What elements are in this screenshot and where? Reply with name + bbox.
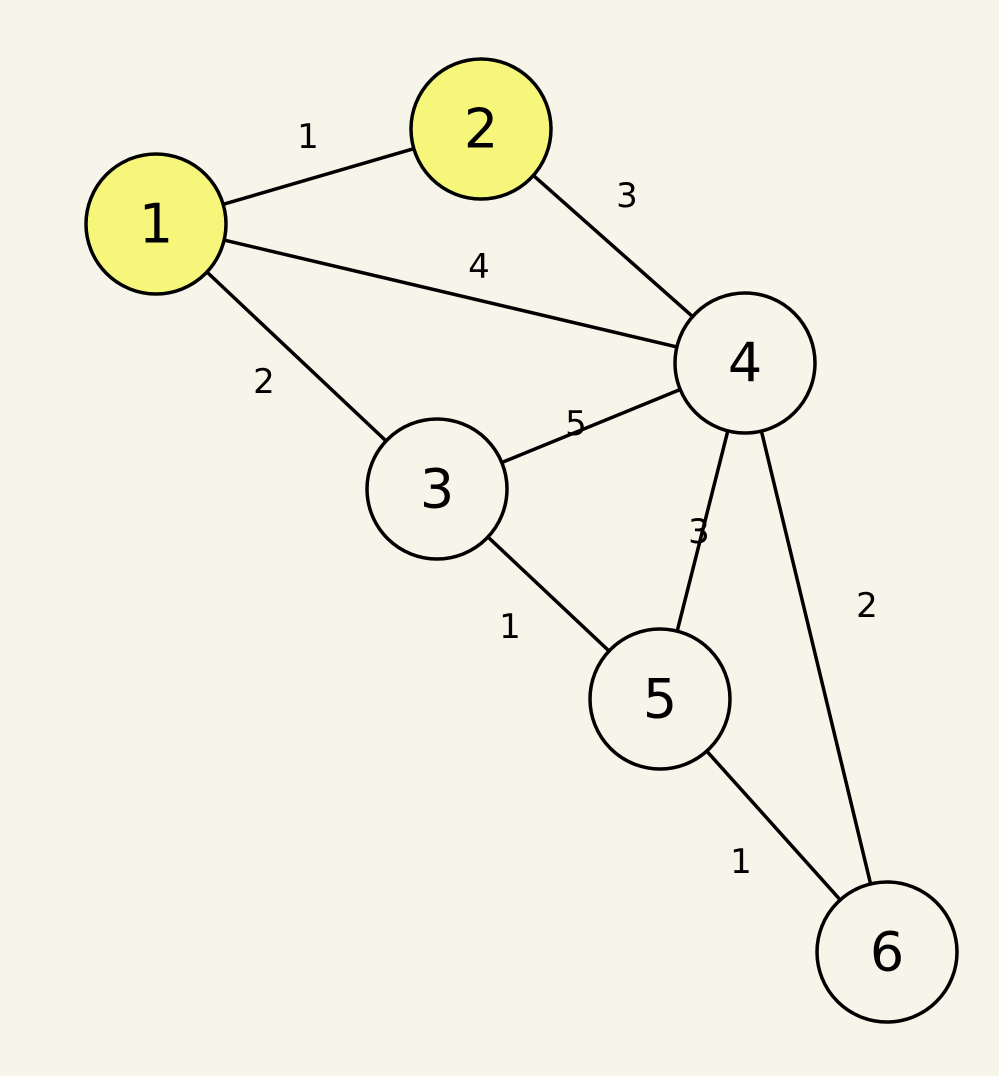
edge-weights-layer: 1 4 2 3 5 1 3 2 1: [253, 117, 878, 882]
node-4-label: 4: [728, 332, 762, 395]
node-5-circle: [588, 627, 732, 771]
edges-layer: [205, 146, 873, 902]
node-4: 4: [673, 291, 817, 435]
edge-5-6: [704, 749, 843, 902]
edge-1-3: [205, 270, 388, 443]
edge-weight-5-6: 1: [730, 842, 752, 882]
edge-3-5: [486, 535, 611, 653]
edge-1-4: [222, 238, 679, 349]
node-1: 1: [84, 152, 228, 296]
edge-4-5: [675, 429, 730, 633]
edge-weight-1-3: 2: [253, 362, 275, 402]
node-2-label: 2: [464, 98, 498, 161]
node-1-circle: [84, 152, 228, 296]
node-4-circle: [673, 291, 817, 435]
node-3-circle: [365, 417, 509, 561]
edge-weight-3-4: 5: [565, 404, 587, 444]
edge-weight-4-5: 3: [688, 512, 710, 552]
node-5-label: 5: [643, 668, 677, 731]
node-3-label: 3: [420, 458, 454, 521]
node-2: 2: [409, 57, 553, 201]
nodes-layer: 1 2 3 4 5 6: [84, 57, 959, 1024]
edge-1-2: [221, 146, 416, 207]
edge-weight-4-6: 2: [856, 586, 878, 626]
node-2-circle: [409, 57, 553, 201]
edge-weight-1-4: 4: [468, 247, 490, 287]
node-5: 5: [588, 627, 732, 771]
edge-weight-3-5: 1: [499, 607, 521, 647]
edge-4-6: [759, 429, 873, 886]
node-1-label: 1: [139, 193, 173, 256]
node-3: 3: [365, 417, 509, 561]
node-6: 6: [815, 880, 959, 1024]
edge-2-4: [531, 173, 695, 319]
node-6-circle: [815, 880, 959, 1024]
edge-weight-1-2: 1: [297, 117, 319, 157]
edge-weight-2-4: 3: [616, 176, 638, 216]
edge-3-4: [500, 387, 682, 465]
node-6-label: 6: [870, 921, 904, 984]
